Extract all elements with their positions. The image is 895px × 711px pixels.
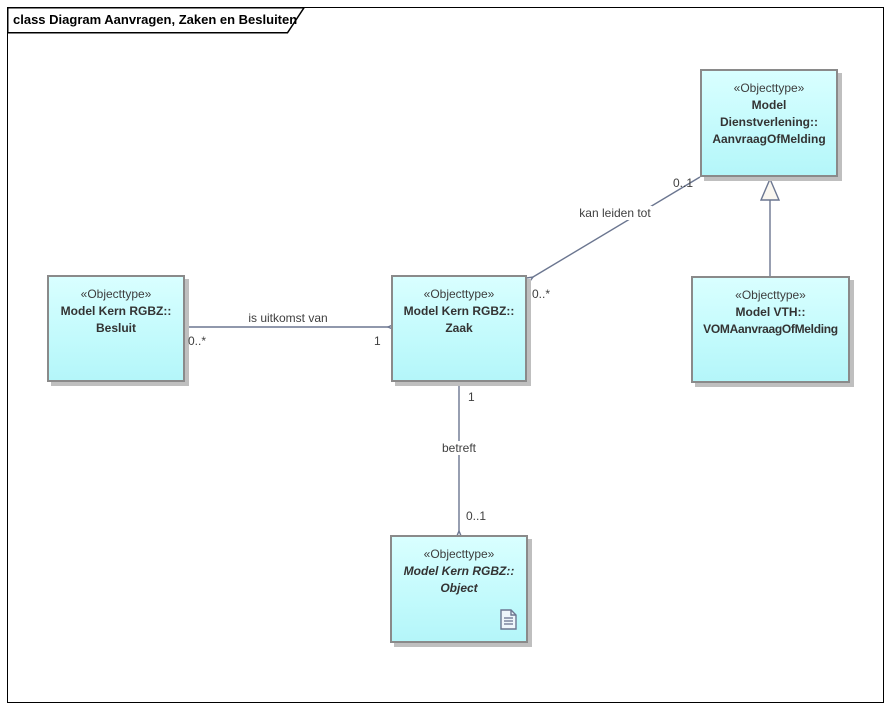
diagram-title-tab [7,7,306,34]
class-name-line: Model VTH:: [735,305,806,319]
class-name-line: Model Kern RGBZ:: [403,564,515,578]
multiplicity-besluit-source: 0..* [188,334,207,348]
association-label-betreft: betreft [439,441,479,455]
diagram-frame [7,7,884,703]
multiplicity-betreft-source: 1 [468,390,475,404]
class-box-besluit[interactable]: «Objecttype» Model Kern RGBZ:: Besluit [47,275,185,382]
stereotype-label: «Objecttype» [733,81,805,95]
association-label-kan-leiden-tot: kan leiden tot [577,206,653,220]
stereotype-label: «Objecttype» [735,288,806,302]
class-name-line: Besluit [95,321,136,335]
generalization-triangle-icon [759,177,781,201]
stereotype-label: «Objecttype» [423,547,495,561]
class-name-line: Object [440,581,478,595]
class-name-line: Dienstverlening:: [719,115,818,129]
class-box-object[interactable]: «Objecttype» Model Kern RGBZ:: Object [390,535,528,643]
diagram-title: class Diagram Aanvragen, Zaken en Beslui… [13,12,298,27]
association-kan-leiden-tot[interactable] [533,176,701,277]
class-box-aanvraag-of-melding[interactable]: «Objecttype» Model Dienstverlening:: Aan… [700,69,838,177]
generalization-vom-to-aanvraag[interactable] [759,177,781,276]
stereotype-label: «Objecttype» [80,287,152,301]
class-name-line: VOMAanvraagOfMelding [703,322,838,336]
class-name-line: Model Kern RGBZ:: [60,304,172,318]
stereotype-label: «Objecttype» [423,287,495,301]
class-box-zaak[interactable]: «Objecttype» Model Kern RGBZ:: Zaak [391,275,527,382]
title-tab-shape [7,7,306,34]
multiplicity-object-target: 0..1 [466,509,487,523]
multiplicity-zaak-target: 1 [374,334,381,348]
multiplicity-aanvraag-source: 0..1 [673,176,694,190]
class-name-line: Zaak [445,321,473,335]
document-icon [500,609,517,630]
association-label-is-uitkomst-van: is uitkomst van [246,311,330,325]
class-box-vom-aanvraag-of-melding[interactable]: «Objecttype» Model VTH:: VOMAanvraagOfMe… [691,276,850,383]
class-name-line: Model [751,98,787,112]
multiplicity-zaak-kan-leiden-target: 0..* [532,287,551,301]
class-name-line: Model Kern RGBZ:: [403,304,515,318]
class-name-line: AanvraagOfMelding [712,132,826,146]
